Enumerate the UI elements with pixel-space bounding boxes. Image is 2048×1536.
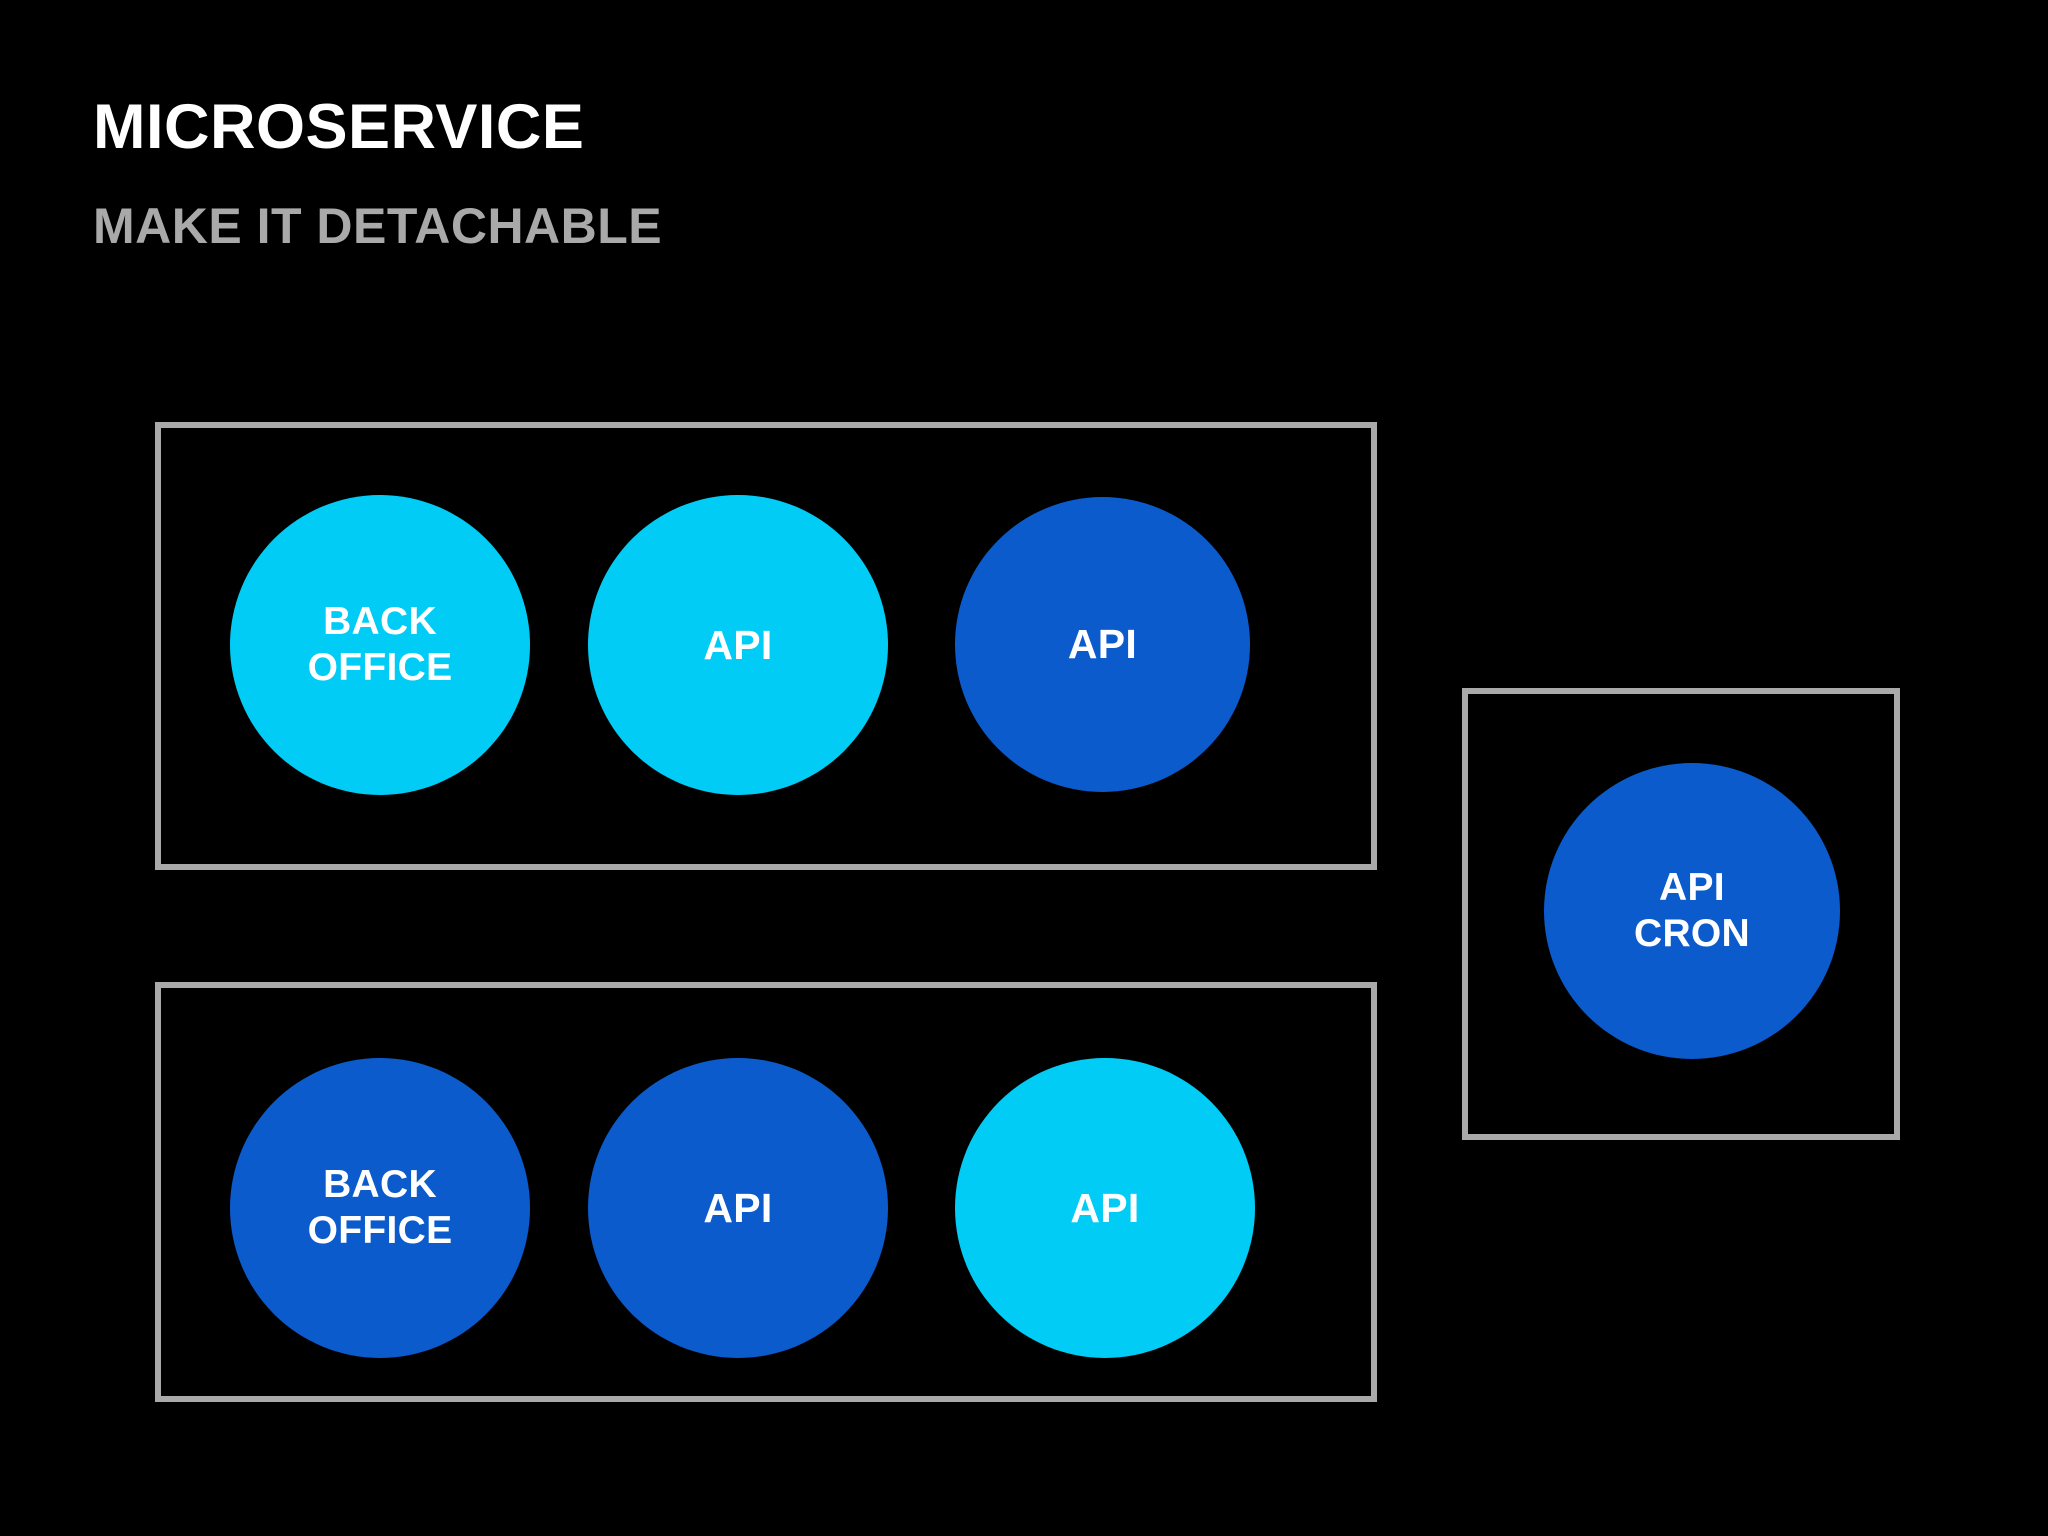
node-label: BACK OFFICE [307,1162,453,1252]
node-label: API [703,1184,773,1231]
page-title: MICROSERVICE [93,92,585,162]
node-api-row1-a[interactable]: API [588,495,888,795]
node-label: BACK OFFICE [307,599,453,689]
node-back-office-row1[interactable]: BACK OFFICE [230,495,530,795]
node-back-office-row2[interactable]: BACK OFFICE [230,1058,530,1358]
node-label: API [1067,621,1138,668]
node-api-row2-b[interactable]: API [955,1058,1255,1358]
title-block: MICROSERVICE MAKE IT DETACHABLE [93,92,1493,254]
node-label: API [1070,1184,1140,1231]
node-api-row2-a[interactable]: API [588,1058,888,1358]
node-label: API [703,621,773,668]
node-label: API CRON [1633,865,1751,955]
page-subtitle: MAKE IT DETACHABLE [93,198,663,254]
node-api-row1-b[interactable]: API [955,497,1250,792]
node-api-cron[interactable]: API CRON [1544,763,1840,1059]
